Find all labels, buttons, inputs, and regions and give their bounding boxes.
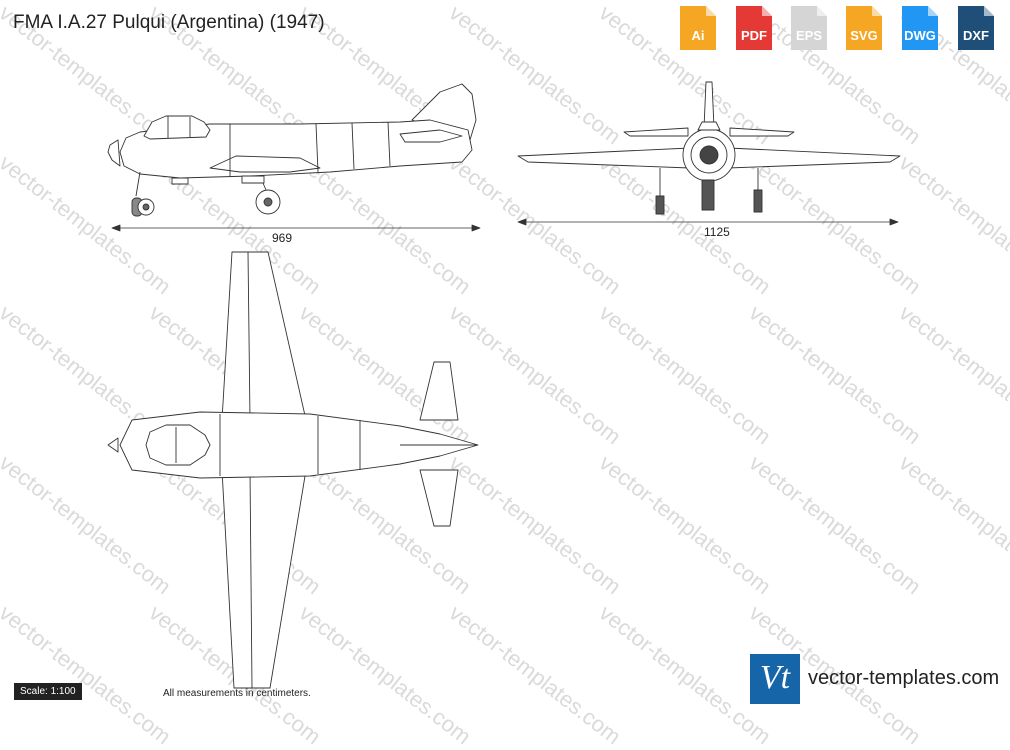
format-label: SVG xyxy=(850,28,878,43)
measurement-note: All measurements in centimeters. xyxy=(163,688,311,699)
file-icon xyxy=(680,6,716,50)
format-eps-badge[interactable]: EPS xyxy=(787,4,831,52)
side-view xyxy=(107,83,477,217)
file-icon xyxy=(846,6,882,50)
aircraft-drawing xyxy=(107,81,901,689)
brand-name[interactable]: vector-templates.com xyxy=(808,667,1000,689)
format-label: EPS xyxy=(795,28,822,43)
page-title: FMA I.A.27 Pulqui (Argentina) (1947) xyxy=(13,12,325,33)
dimension-lines xyxy=(111,218,899,232)
format-svg-badge[interactable]: SVG xyxy=(842,4,886,52)
brand-logo-icon[interactable]: Vt xyxy=(750,654,800,704)
file-icon xyxy=(791,6,827,50)
brand-logo-text: Vt xyxy=(759,659,791,696)
span-dimension-label: 1125 xyxy=(704,225,730,239)
file-icon xyxy=(958,6,994,50)
file-icon xyxy=(902,6,938,50)
format-label: DWG xyxy=(904,28,936,43)
length-dimension-label: 969 xyxy=(272,231,293,245)
format-label: PDF xyxy=(741,28,767,43)
format-dwg-badge[interactable]: DWG xyxy=(898,4,942,52)
format-ai-badge[interactable]: Ai xyxy=(676,4,720,52)
format-pdf-badge[interactable]: PDF xyxy=(732,4,776,52)
front-view xyxy=(517,81,901,215)
top-view xyxy=(107,251,479,689)
scale-badge: Scale: 1:100 xyxy=(14,683,82,700)
format-label: Ai xyxy=(691,28,705,43)
format-dxf-badge[interactable]: DXF xyxy=(954,4,998,52)
file-icon xyxy=(736,6,772,50)
format-badges: Ai PDF EPS SVG DWG DXF xyxy=(676,4,1006,54)
format-label: DXF xyxy=(963,28,989,43)
